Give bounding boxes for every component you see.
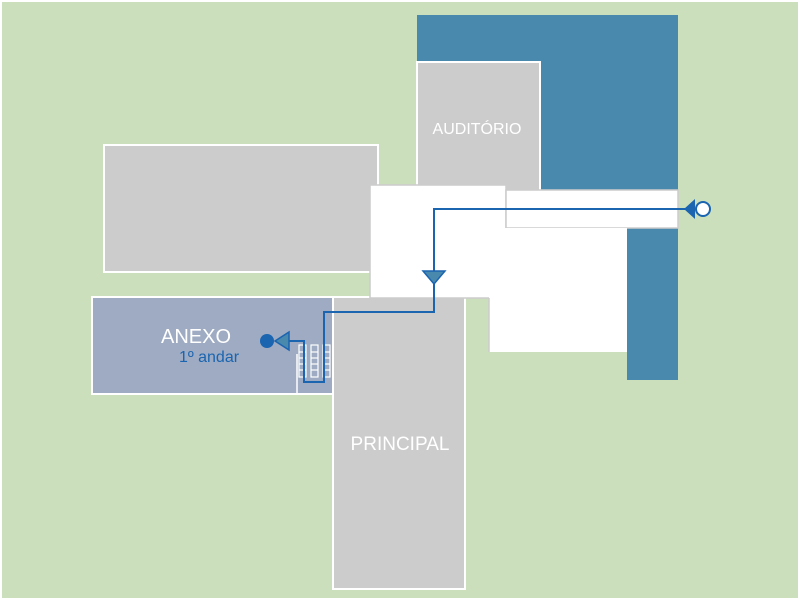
label-auditorio: AUDITÓRIO [433,119,522,138]
label-anexo: ANEXO [161,326,231,348]
arrow-triangle-icon [684,199,695,219]
arrow-triangle-icon [273,330,290,352]
building-anexo[interactable] [91,296,334,395]
building-principal[interactable] [332,296,466,590]
circle-start-icon[interactable] [695,201,711,217]
courtyard-east [489,228,627,352]
building-auditorio[interactable] [416,61,541,193]
arrow-triangle-icon [421,270,447,286]
dot-end-icon[interactable] [260,334,274,348]
courtyard-central [369,184,507,299]
building-west[interactable] [103,144,379,273]
route-path [278,208,688,383]
label-principal: PRINCIPAL [351,434,450,455]
label-anexo-floor: 1º andar [179,349,240,366]
